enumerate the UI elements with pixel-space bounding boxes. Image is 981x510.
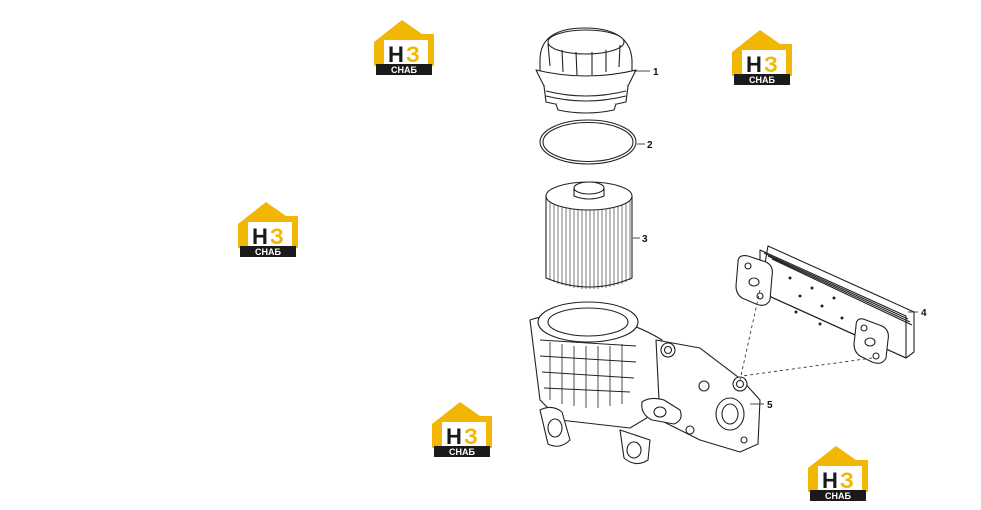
- callout-1: 1: [653, 67, 659, 78]
- svg-text:З: З: [270, 224, 284, 249]
- watermark-logo: Н З СНАБ: [730, 26, 794, 86]
- svg-text:СНАБ: СНАБ: [391, 65, 417, 75]
- filter-cap-part: [535, 27, 637, 114]
- leader-lines: [633, 70, 918, 405]
- svg-text:З: З: [840, 468, 854, 493]
- svg-text:З: З: [464, 424, 478, 449]
- svg-text:СНАБ: СНАБ: [749, 75, 775, 85]
- watermark-logo: Н З СНАБ: [236, 198, 300, 258]
- svg-text:Н: Н: [388, 42, 404, 67]
- svg-text:З: З: [764, 52, 778, 77]
- watermark-logo: Н З СНАБ: [430, 398, 494, 458]
- svg-text:З: З: [406, 42, 420, 67]
- svg-text:Н: Н: [446, 424, 462, 449]
- filter-element-part: [545, 181, 633, 289]
- o-ring-part: [539, 119, 637, 165]
- callout-5: 5: [767, 400, 773, 411]
- oil-cooler-part: [735, 245, 915, 364]
- svg-text:СНАБ: СНАБ: [255, 247, 281, 257]
- watermark-logo: Н З СНАБ: [806, 442, 870, 502]
- filter-housing-part: [529, 301, 761, 465]
- svg-text:СНАБ: СНАБ: [825, 491, 851, 501]
- svg-text:СНАБ: СНАБ: [449, 447, 475, 457]
- callout-4: 4: [921, 308, 927, 319]
- svg-text:Н: Н: [252, 224, 268, 249]
- watermark-logo: Н З СНАБ: [372, 16, 436, 76]
- callout-2: 2: [647, 140, 653, 151]
- svg-text:Н: Н: [746, 52, 762, 77]
- callout-3: 3: [642, 234, 648, 245]
- svg-text:Н: Н: [822, 468, 838, 493]
